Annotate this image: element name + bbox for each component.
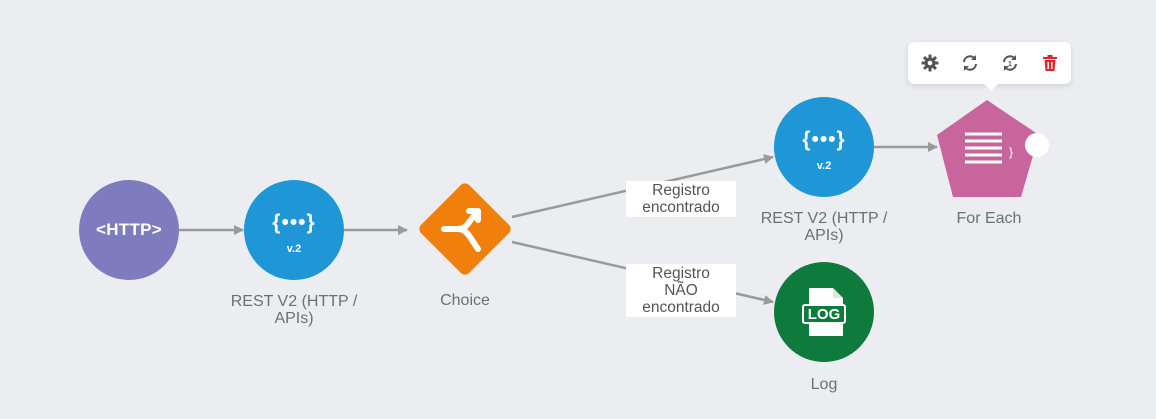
http-trigger-node[interactable]: <HTTP> (79, 180, 179, 280)
log-node-label: Log (810, 376, 838, 393)
refresh-alt-button[interactable]: 1 (998, 51, 1022, 75)
refresh-alt-icon: 1 (1003, 55, 1017, 71)
toolbar-pointer (982, 82, 1000, 91)
choice-split-icon (419, 183, 511, 275)
edge-label-line: Registro (652, 265, 710, 282)
log-document-icon: LOG (802, 288, 846, 336)
svg-text:}: } (1009, 145, 1013, 159)
for-each-node-label: For Each (956, 210, 1022, 227)
log-node[interactable]: LOG (774, 262, 874, 362)
edge-label-found: Registro encontrado (626, 181, 736, 217)
trash-icon (1043, 55, 1057, 71)
edge-label-line: encontrado (642, 299, 720, 316)
braces-dots-icon: {•••} (272, 211, 316, 234)
http-node-text: <HTTP> (95, 220, 163, 239)
for-each-node[interactable]: } (935, 98, 1049, 202)
edge-label-line: NÃO (664, 282, 698, 299)
log-icon-text: LOG (808, 306, 841, 323)
gear-icon (921, 54, 939, 72)
node-toolbar: 1 (908, 42, 1071, 84)
rest-version-badge: v.2 (816, 160, 832, 172)
refresh-button[interactable] (958, 51, 982, 75)
rest-v2-node-label: REST V2 (HTTP / APIs) (230, 293, 358, 327)
for-each-output-handle[interactable] (1025, 133, 1049, 157)
choice-node[interactable] (408, 172, 522, 286)
refresh-icon (963, 55, 977, 71)
choice-node-label: Choice (440, 292, 490, 309)
edge-label-not-found: Registro NÃO encontrado (626, 264, 736, 317)
rest-v2-node-2-label: REST V2 (HTTP / APIs) (760, 210, 888, 244)
rest-v2-node-2[interactable]: {•••} v.2 (774, 97, 874, 197)
svg-text:1: 1 (1008, 61, 1012, 68)
edge-label-line: Registro (652, 182, 710, 199)
settings-button[interactable] (918, 51, 942, 75)
for-each-list-icon: } (937, 100, 1039, 197)
rest-version-badge: v.2 (286, 243, 302, 255)
delete-button[interactable] (1038, 51, 1062, 75)
edge-label-line: encontrado (642, 199, 720, 216)
braces-dots-icon: {•••} (802, 128, 846, 151)
rest-v2-node[interactable]: {•••} v.2 (244, 180, 344, 280)
